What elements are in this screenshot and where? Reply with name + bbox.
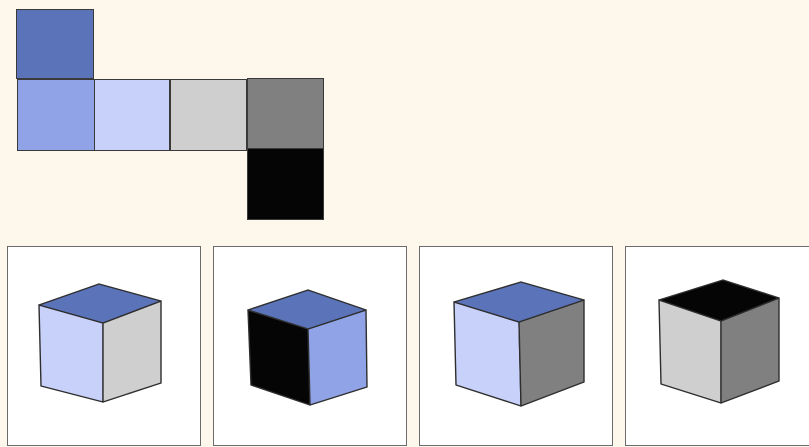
net-square-dark-blue [16, 9, 94, 79]
net-square-light-blue [94, 79, 170, 151]
option-2-cube [214, 247, 408, 447]
net-square-medium-blue [17, 79, 95, 151]
option-card-4[interactable] [625, 246, 809, 446]
option-1-cube [8, 247, 202, 447]
net-square-dark-gray [247, 78, 324, 150]
option-3-cube [420, 247, 614, 447]
option-4-cube [626, 247, 809, 447]
option-card-1[interactable] [7, 246, 201, 446]
net-square-black [247, 148, 324, 220]
option-card-2[interactable] [213, 246, 407, 446]
option-card-3[interactable] [419, 246, 613, 446]
net-square-light-gray [170, 79, 247, 151]
puzzle-stage [0, 0, 809, 438]
